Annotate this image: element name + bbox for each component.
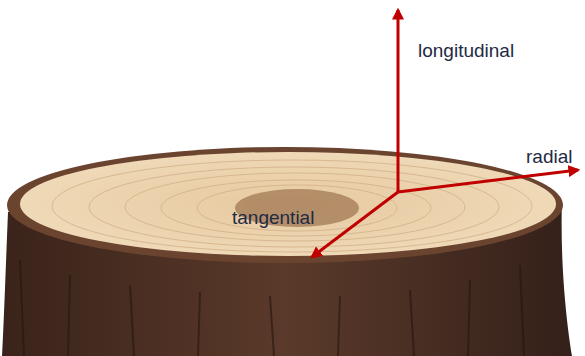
bark-rim: [7, 147, 563, 263]
bark-texture: [20, 260, 524, 356]
axis-arrows: [312, 10, 578, 257]
axis-label: tangential: [232, 207, 314, 230]
end-grain: [20, 152, 556, 256]
axis-label: radial: [526, 146, 572, 169]
growth-rings: [52, 160, 532, 252]
axis-label: longitudinal: [418, 40, 514, 63]
